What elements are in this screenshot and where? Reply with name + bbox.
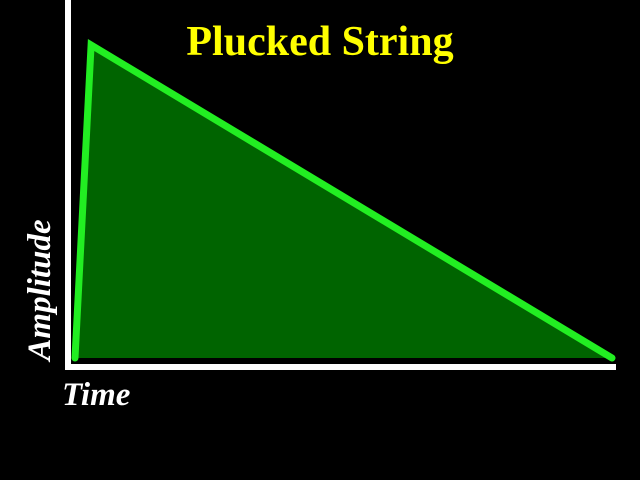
y-axis-label: Amplitude <box>22 219 58 362</box>
chart-title: Plucked String <box>186 19 453 65</box>
x-axis-label: Time <box>62 377 130 413</box>
envelope-line <box>71 38 616 362</box>
